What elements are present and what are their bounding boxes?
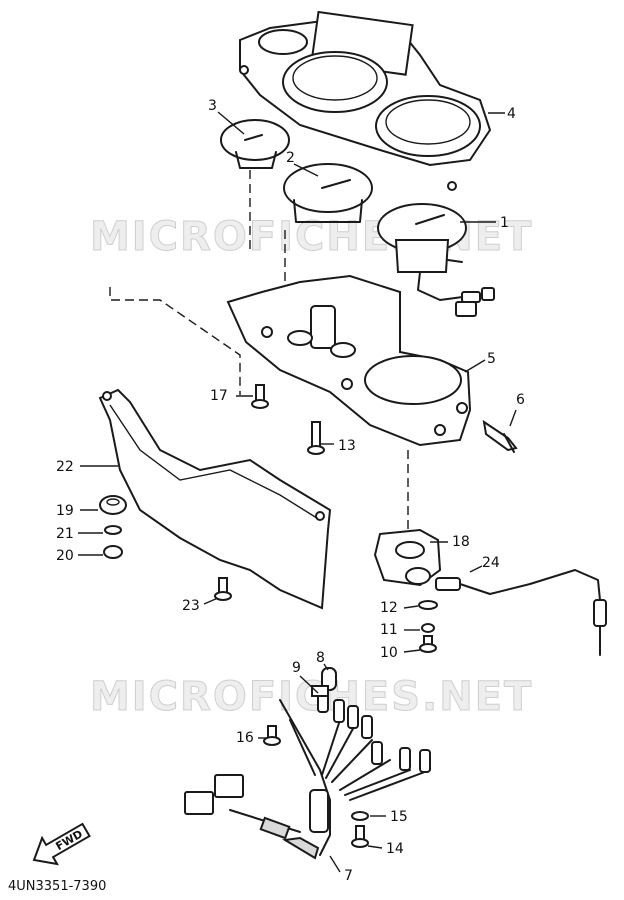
- part-24-speedometer-cable: [435, 569, 607, 656]
- part-19-grommet: [99, 495, 127, 515]
- part-17-screw: [251, 384, 269, 409]
- part-20-nut: [103, 545, 123, 559]
- callout-9: 9: [292, 660, 301, 676]
- part-18-gear-unit: [373, 528, 442, 587]
- part-12-washer: [418, 600, 438, 610]
- callout-16: 16: [236, 730, 254, 746]
- watermark-bottom: MICROFICHES.NET: [90, 674, 533, 720]
- callout-14: 14: [386, 841, 404, 857]
- callout-18: 18: [452, 534, 470, 550]
- part-3-gauge: [220, 119, 290, 250]
- callout-1: 1: [500, 215, 509, 231]
- callout-17: 17: [210, 388, 228, 404]
- callout-20: 20: [56, 548, 74, 564]
- part-23-screw: [214, 577, 232, 601]
- callout-10: 10: [380, 645, 398, 661]
- callout-13: 13: [338, 438, 356, 454]
- part-5-lower-case: [226, 274, 472, 540]
- part-14-screw: [351, 825, 369, 848]
- part-11-washer: [421, 623, 435, 633]
- part-22-cover: [98, 287, 332, 610]
- part-9-socket: [311, 685, 329, 697]
- callout-2: 2: [286, 150, 295, 166]
- callout-23: 23: [182, 598, 200, 614]
- callout-12: 12: [380, 600, 398, 616]
- callout-8: 8: [316, 650, 325, 666]
- callout-19: 19: [56, 503, 74, 519]
- part-7-wire-harness: [184, 689, 431, 860]
- callout-3: 3: [208, 98, 217, 114]
- part-6-drive-gear: [482, 419, 518, 453]
- callout-22: 22: [56, 459, 74, 475]
- leader-lines: [78, 111, 517, 873]
- part-15-washer: [351, 811, 369, 821]
- part-10-screw: [419, 635, 437, 653]
- part-16-screw: [263, 725, 281, 746]
- callout-21: 21: [56, 526, 74, 542]
- callout-4: 4: [507, 106, 516, 122]
- watermark-top: MICROFICHES.NET: [90, 214, 533, 260]
- callout-7: 7: [344, 868, 353, 884]
- part-1-meter: [377, 203, 495, 317]
- part-4-upper-housing: [239, 10, 492, 191]
- part-code: 4UN3351-7390: [8, 879, 106, 894]
- callout-11: 11: [380, 622, 398, 638]
- callout-5: 5: [487, 351, 496, 367]
- callout-6: 6: [516, 392, 525, 408]
- part-2-meter: [283, 163, 373, 300]
- callout-15: 15: [390, 809, 408, 825]
- forward-arrow-icon: FWD: [32, 822, 91, 866]
- part-13-bolt: [307, 421, 325, 455]
- part-21-washer: [104, 525, 122, 535]
- callout-24: 24: [482, 555, 500, 571]
